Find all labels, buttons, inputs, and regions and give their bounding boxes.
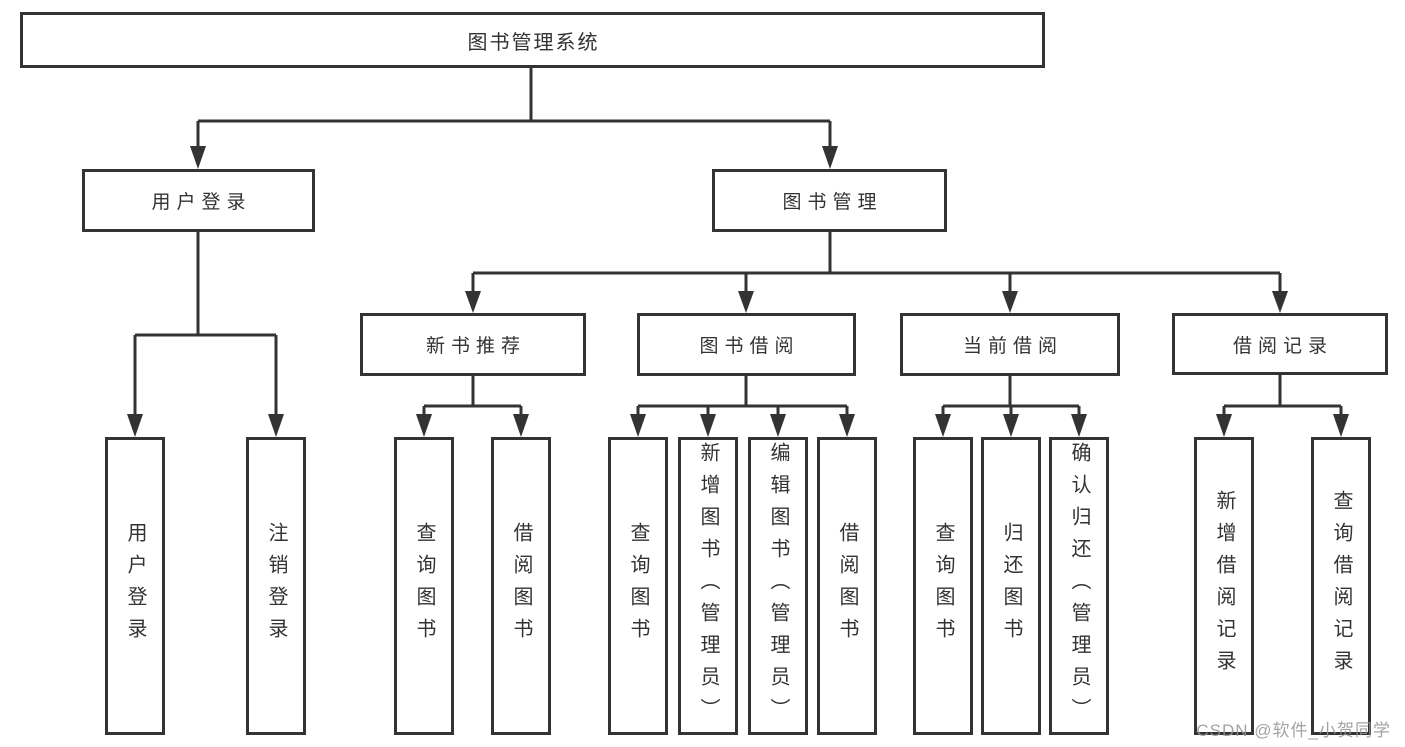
leaf-borrow-books: 借阅图书 bbox=[817, 437, 877, 735]
leaf-user-login: 用户登录 bbox=[105, 437, 165, 735]
leaf-add-book-admin: 新增图书（管理员） bbox=[678, 437, 738, 735]
node-book-management: 图书管理 bbox=[712, 169, 947, 232]
node-library-system: 图书管理系统 bbox=[20, 12, 1045, 68]
csdn-watermark: CSDN @软件_小贺同学 bbox=[1196, 721, 1391, 740]
leaf-query-books-current: 查询图书 bbox=[913, 437, 973, 735]
leaf-confirm-return-admin: 确认归还（管理员） bbox=[1049, 437, 1109, 735]
node-new-book-recommend: 新书推荐 bbox=[360, 313, 586, 376]
leaf-borrow-books-recommend: 借阅图书 bbox=[491, 437, 551, 735]
leaf-edit-book-admin: 编辑图书（管理员） bbox=[748, 437, 808, 735]
leaf-add-borrow-record: 新增借阅记录 bbox=[1194, 437, 1254, 735]
node-user-login: 用户登录 bbox=[82, 169, 315, 232]
node-book-borrowing: 图书借阅 bbox=[637, 313, 856, 376]
leaf-query-books-recommend: 查询图书 bbox=[394, 437, 454, 735]
leaf-query-borrow-record: 查询借阅记录 bbox=[1311, 437, 1371, 735]
leaf-query-books-borrowing: 查询图书 bbox=[608, 437, 668, 735]
leaf-return-books: 归还图书 bbox=[981, 437, 1041, 735]
leaf-logout: 注销登录 bbox=[246, 437, 306, 735]
node-borrowing-records: 借阅记录 bbox=[1172, 313, 1388, 375]
node-current-borrowing: 当前借阅 bbox=[900, 313, 1120, 376]
